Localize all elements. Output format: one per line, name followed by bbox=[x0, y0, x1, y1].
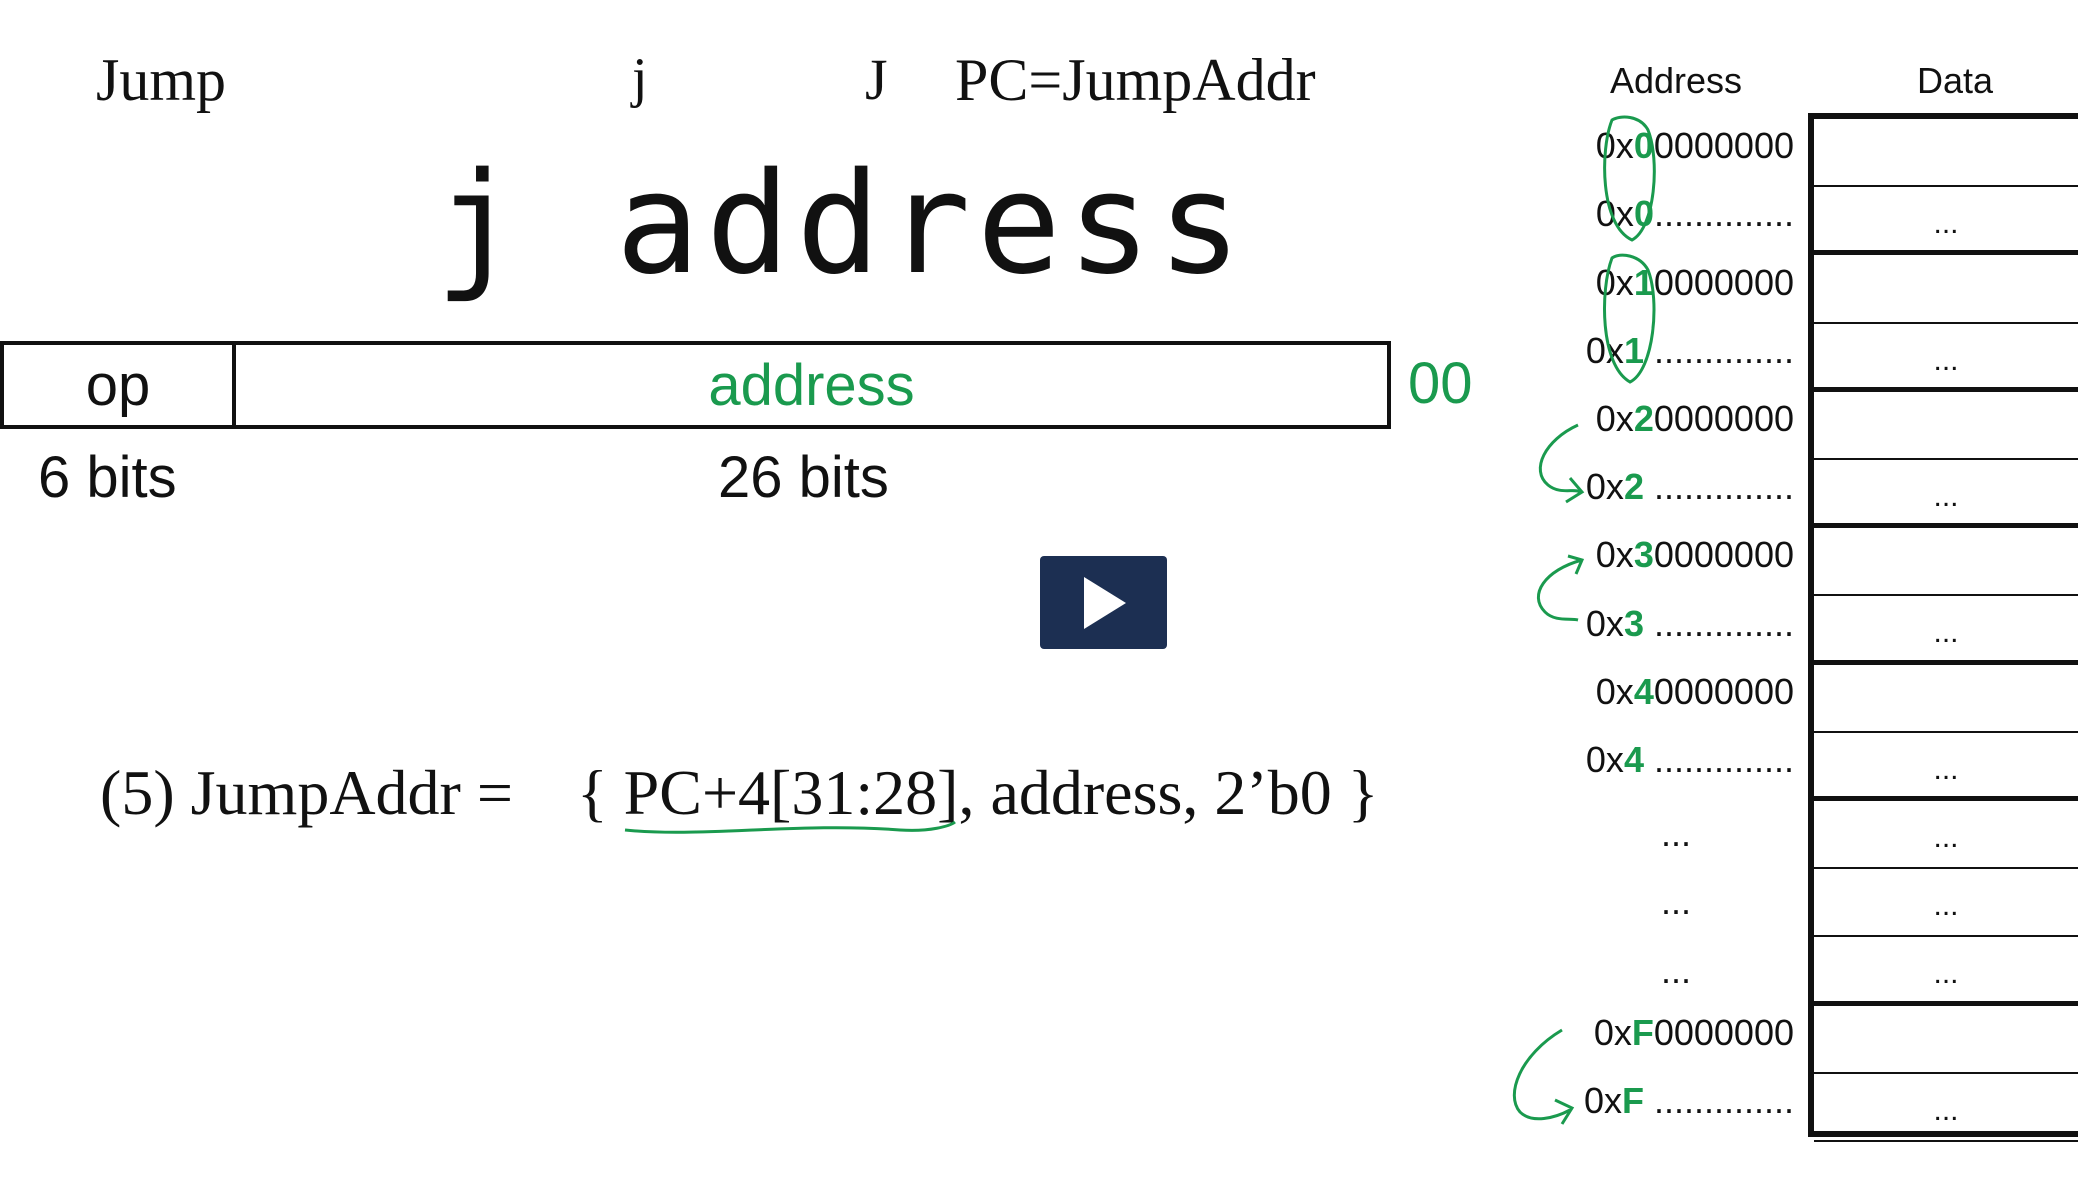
memory-address-label: 0x00000000 bbox=[1596, 125, 1794, 167]
memory-row bbox=[1814, 119, 2078, 188]
address-prefix: 0x bbox=[1595, 534, 1634, 576]
address-high-digit: 4 bbox=[1623, 738, 1644, 780]
memory-address-label: 0x30000000 bbox=[1596, 534, 1794, 576]
instruction-type: J bbox=[865, 47, 888, 112]
address-rest: 0000000 bbox=[1653, 534, 1794, 576]
address-rest: .............. bbox=[1643, 602, 1794, 644]
memory-address-label: 0x4 .............. bbox=[1586, 739, 1794, 781]
memory-row: ... bbox=[1814, 1074, 2078, 1142]
instruction-rtl: PC=JumpAddr bbox=[955, 47, 1316, 113]
address-prefix: 0x bbox=[1593, 1011, 1632, 1053]
memory-data-cell: ... bbox=[1933, 1093, 1959, 1127]
address-rest: .............. bbox=[1643, 1079, 1794, 1121]
address-prefix: 0x bbox=[1595, 125, 1634, 167]
address-rest: .............. bbox=[1643, 329, 1794, 371]
op-field: op bbox=[4, 345, 236, 425]
instruction-format-box: op address bbox=[0, 341, 1391, 429]
memory-data-cell: ... bbox=[1933, 343, 1959, 377]
memory-row bbox=[1814, 528, 2078, 597]
memory-data-cell: ... bbox=[1933, 821, 1959, 855]
address-prefix: 0x bbox=[1585, 466, 1624, 508]
address-column-header: Address bbox=[1609, 60, 1743, 101]
address-rest: 0000000 bbox=[1653, 1011, 1794, 1053]
instruction-name: Jump bbox=[96, 47, 227, 113]
memory-row: ... bbox=[1814, 869, 2078, 938]
address-prefix: 0x bbox=[1595, 193, 1634, 235]
memory-data-cell: ... bbox=[1933, 480, 1959, 514]
play-icon bbox=[1083, 576, 1126, 629]
memory-row: ... bbox=[1814, 596, 2078, 665]
memory-data-cell: ... bbox=[1933, 889, 1959, 923]
play-button[interactable] bbox=[1040, 556, 1167, 649]
memory-address-ellipsis: ... bbox=[1660, 813, 1691, 855]
address-suffix: 00 bbox=[1408, 351, 1473, 416]
instruction-mnemonic: j bbox=[632, 47, 648, 109]
memory-data-cell: ... bbox=[1933, 752, 1959, 786]
address-high-digit: 4 bbox=[1633, 670, 1654, 712]
op-bits-label: 6 bits bbox=[38, 445, 177, 510]
address-rest: .............. bbox=[1643, 466, 1794, 508]
memory-row bbox=[1814, 392, 2078, 460]
memory-address-label: 0x3 .............. bbox=[1586, 603, 1794, 645]
address-prefix: 0x bbox=[1595, 397, 1634, 439]
address-rest: 0000000 bbox=[1653, 397, 1794, 439]
memory-address-ellipsis: ... bbox=[1660, 881, 1691, 923]
address-prefix: 0x bbox=[1595, 670, 1634, 712]
address-prefix: 0x bbox=[1585, 602, 1624, 644]
address-prefix: 0x bbox=[1595, 261, 1634, 303]
memory-address-label: 0x40000000 bbox=[1596, 671, 1794, 713]
address-high-digit: 0 bbox=[1633, 193, 1654, 235]
instruction-syntax: j address bbox=[435, 143, 1248, 306]
address-prefix: 0x bbox=[1585, 738, 1624, 780]
address-field: address bbox=[708, 352, 915, 418]
memory-row: ... bbox=[1814, 937, 2078, 1006]
address-bits-label: 26 bits bbox=[718, 445, 889, 510]
memory-address-label: 0x10000000 bbox=[1596, 262, 1794, 304]
memory-row: ... bbox=[1814, 460, 2078, 529]
address-high-digit: 2 bbox=[1623, 466, 1644, 508]
address-high-digit: 1 bbox=[1623, 329, 1644, 371]
data-column-header: Data bbox=[1916, 60, 1994, 101]
memory-row: ... bbox=[1814, 187, 2078, 256]
memory-address-label: 0x0.............. bbox=[1596, 193, 1794, 235]
memory-address-label: 0x1 .............. bbox=[1586, 330, 1794, 372]
address-high-digit: 2 bbox=[1633, 397, 1654, 439]
memory-data-cell: ... bbox=[1933, 616, 1959, 650]
memory-data-cell: ... bbox=[1933, 957, 1959, 991]
address-rest: 0000000 bbox=[1653, 125, 1794, 167]
memory-address-ellipsis: ... bbox=[1660, 949, 1691, 991]
memory-data-cell: ... bbox=[1933, 207, 1959, 241]
address-high-digit: 3 bbox=[1623, 602, 1644, 644]
memory-row: ... bbox=[1814, 733, 2078, 801]
memory-address-label: 0x20000000 bbox=[1596, 398, 1794, 440]
memory-table: ........................... bbox=[1808, 113, 2078, 1142]
address-high-digit: F bbox=[1631, 1011, 1654, 1053]
jump-address-formula: (5) JumpAddr = { PC+4[31:28], address, 2… bbox=[100, 757, 1379, 828]
memory-address-label: 0x2 .............. bbox=[1586, 466, 1794, 508]
memory-row: ... bbox=[1814, 324, 2078, 392]
memory-row bbox=[1814, 255, 2078, 324]
address-prefix: 0x bbox=[1583, 1079, 1622, 1121]
address-rest: .............. bbox=[1653, 193, 1794, 235]
memory-address-label: 0xF0000000 bbox=[1594, 1012, 1794, 1054]
address-high-digit: 3 bbox=[1633, 534, 1654, 576]
address-rest: .............. bbox=[1643, 738, 1794, 780]
address-rest: 0000000 bbox=[1653, 670, 1794, 712]
address-high-digit: F bbox=[1621, 1079, 1644, 1121]
memory-address-label: 0xF .............. bbox=[1584, 1080, 1794, 1122]
memory-row bbox=[1814, 1006, 2078, 1074]
address-prefix: 0x bbox=[1585, 329, 1624, 371]
memory-row: ... bbox=[1814, 801, 2078, 870]
memory-row bbox=[1814, 665, 2078, 733]
address-rest: 0000000 bbox=[1653, 261, 1794, 303]
